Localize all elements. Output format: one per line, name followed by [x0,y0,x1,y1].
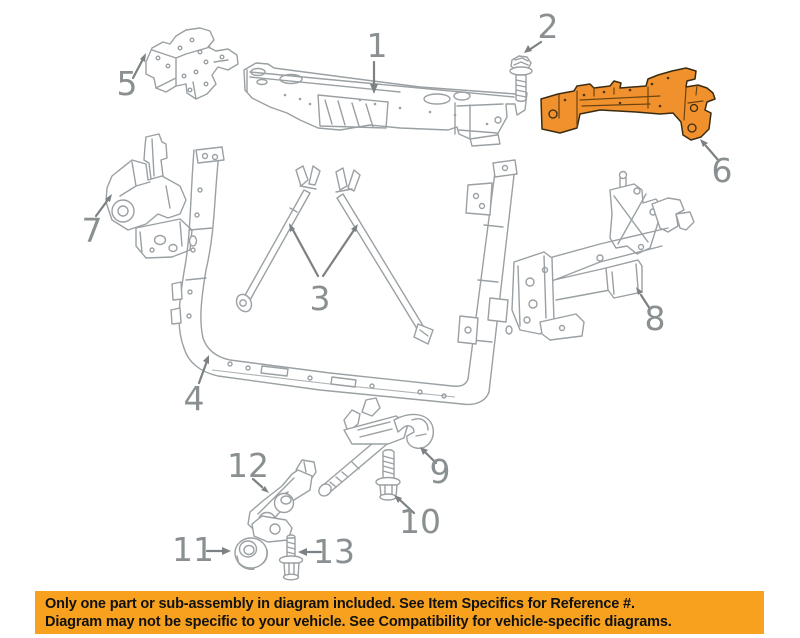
part-4-leader-arrow [197,355,209,385]
part-1-label: 1 [367,26,388,65]
disclaimer-line-2: Diagram may not be specific to your vehi… [45,614,672,630]
part-10-bolt-drawing [375,449,401,501]
part-13-bolt-drawing [278,534,304,581]
part-13-leader-arrow [298,548,323,556]
part-10-leader-arrow [394,495,416,515]
part-4-label: 4 [184,379,205,418]
part-6-label: 6 [712,151,733,190]
part-12-mount-bracket-drawing [247,459,317,543]
disclaimer-line-1: Only one part or sub-assembly in diagram… [45,596,635,612]
part-3-support-rods-drawing [235,165,434,345]
part-11-leader-arrow [205,547,231,555]
part-12-label: 12 [227,446,269,485]
part-7-leader-arrow [94,194,112,218]
part-5-bracket-drawing [145,27,239,100]
part-3-label: 3 [310,279,331,318]
part-9-leader-arrow [420,447,438,465]
part-8-label: 8 [645,299,666,338]
leader-arrows [94,40,721,556]
part-8-leader-arrow [636,287,652,311]
part-11-label: 11 [172,530,214,569]
part-5-leader-arrow [131,53,146,80]
part-1-leader-arrow [370,60,378,94]
part-8-bracket-assembly-drawing [511,170,695,341]
part-2-bolt-drawing [509,55,533,102]
part-10-label: 10 [399,502,441,541]
part-7-bracket-drawing [105,133,198,259]
part-labels: 1 2 3 4 5 6 7 8 9 10 11 12 13 [82,7,733,571]
part-6-leader-arrow [700,139,721,163]
part-6-highlighted-bracket-drawing [540,67,716,141]
part-1-crossmember-drawing [243,62,528,147]
part-2-leader-arrow [524,40,543,53]
part-2-label: 2 [538,7,559,46]
part-13-label: 13 [313,532,355,571]
part-9-label: 9 [430,452,451,491]
part-11-nut-drawing [234,537,268,570]
part-12-leader-arrow [251,477,269,493]
part-4-lower-frame-drawing [170,146,518,406]
part-5-label: 5 [117,64,138,103]
part-9-hook-bracket-drawing [318,397,434,497]
part-7-label: 7 [82,211,103,250]
parts-diagram: 1 2 3 4 5 6 7 8 9 10 11 12 13 [82,7,733,581]
part-3-leader-arrows [289,223,358,278]
disclaimer-banner: Only one part or sub-assembly in diagram… [35,591,764,634]
